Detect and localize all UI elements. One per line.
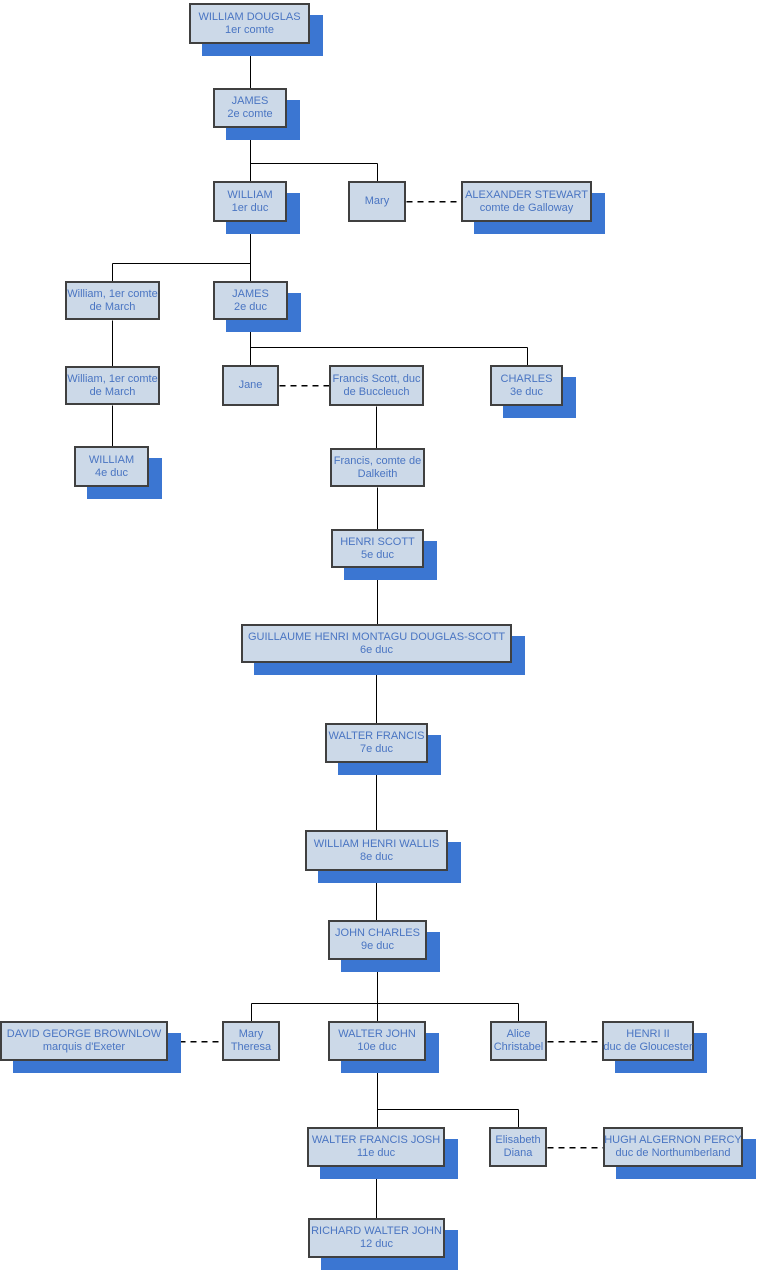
person-name: JAMES [231,95,269,107]
person-name: Alice [506,1028,531,1040]
person-title: de March [89,385,136,398]
person-name: DAVID GEORGE BROWNLOW [6,1028,162,1040]
person-title: Dalkeith [357,467,398,480]
person-title: 2e duc [233,300,268,313]
person-title: 2e comte [227,108,273,120]
person-name: Mary [238,1028,264,1040]
person-name: Francis Scott, duc [332,372,421,385]
person-title: 4e duc [94,466,129,479]
person-title: duc de Gloucester [603,1041,693,1053]
tree-node-mary: Mary [348,181,406,222]
person-title: 9e duc [360,940,395,952]
person-name: JOHN CHARLES [335,927,420,939]
person-name: HUGH ALGERNON PERCY [604,1134,742,1146]
person-title: 1er comte [225,23,274,36]
person-name: WILLIAM [227,188,273,201]
person-name: William, 1er comte [67,287,158,300]
person-name: WALTER FRANCIS [328,730,425,742]
person-name: RICHARD WALTER JOHN [311,1225,442,1237]
person-title: comte de Galloway [479,201,574,214]
person-name: William, 1er comte [67,372,158,385]
person-name: Elisabeth [495,1134,541,1146]
person-title: marquis d'Exeter [42,1041,126,1053]
person-title: 8e duc [359,850,394,863]
person-title: 10e duc [357,1041,397,1053]
person-name: WILLIAM [88,453,135,466]
person-name: ALEXANDER STEWART [465,188,588,201]
person-title: 1er duc [231,201,269,214]
person-title: Theresa [230,1041,272,1053]
person-title: 11e duc [356,1147,396,1159]
person-name: HENRI SCOTT [340,535,415,548]
person-title: 7e duc [359,743,394,755]
person-title: de Buccleuch [343,385,410,398]
person-title: 6e duc [359,643,394,656]
person-name: Francis, comte de [333,454,422,467]
person-name: WILLIAM DOUGLAS [198,10,301,23]
tree-node-jane: Jane [222,365,279,406]
person-name: Mary [364,195,390,207]
person-title: de March [89,300,136,313]
person-title: duc de Northumberland [615,1147,731,1159]
person-name: JAMES [232,287,269,300]
person-title: Christabel [493,1041,544,1053]
person-title: 12 duc [359,1238,394,1250]
person-name: WALTER JOHN [338,1028,416,1040]
person-title: Diana [503,1147,533,1159]
person-name: Jane [238,379,263,391]
person-name: WALTER FRANCIS JOSH [311,1134,441,1146]
person-name: HENRI II [626,1028,670,1040]
person-name: GUILLAUME HENRI MONTAGU DOUGLAS-SCOTT [247,630,506,643]
person-name: WILLIAM HENRI WALLIS [313,837,440,850]
person-title: 3e duc [509,385,544,398]
person-name: CHARLES [500,372,553,385]
person-title: 5e duc [360,548,395,561]
